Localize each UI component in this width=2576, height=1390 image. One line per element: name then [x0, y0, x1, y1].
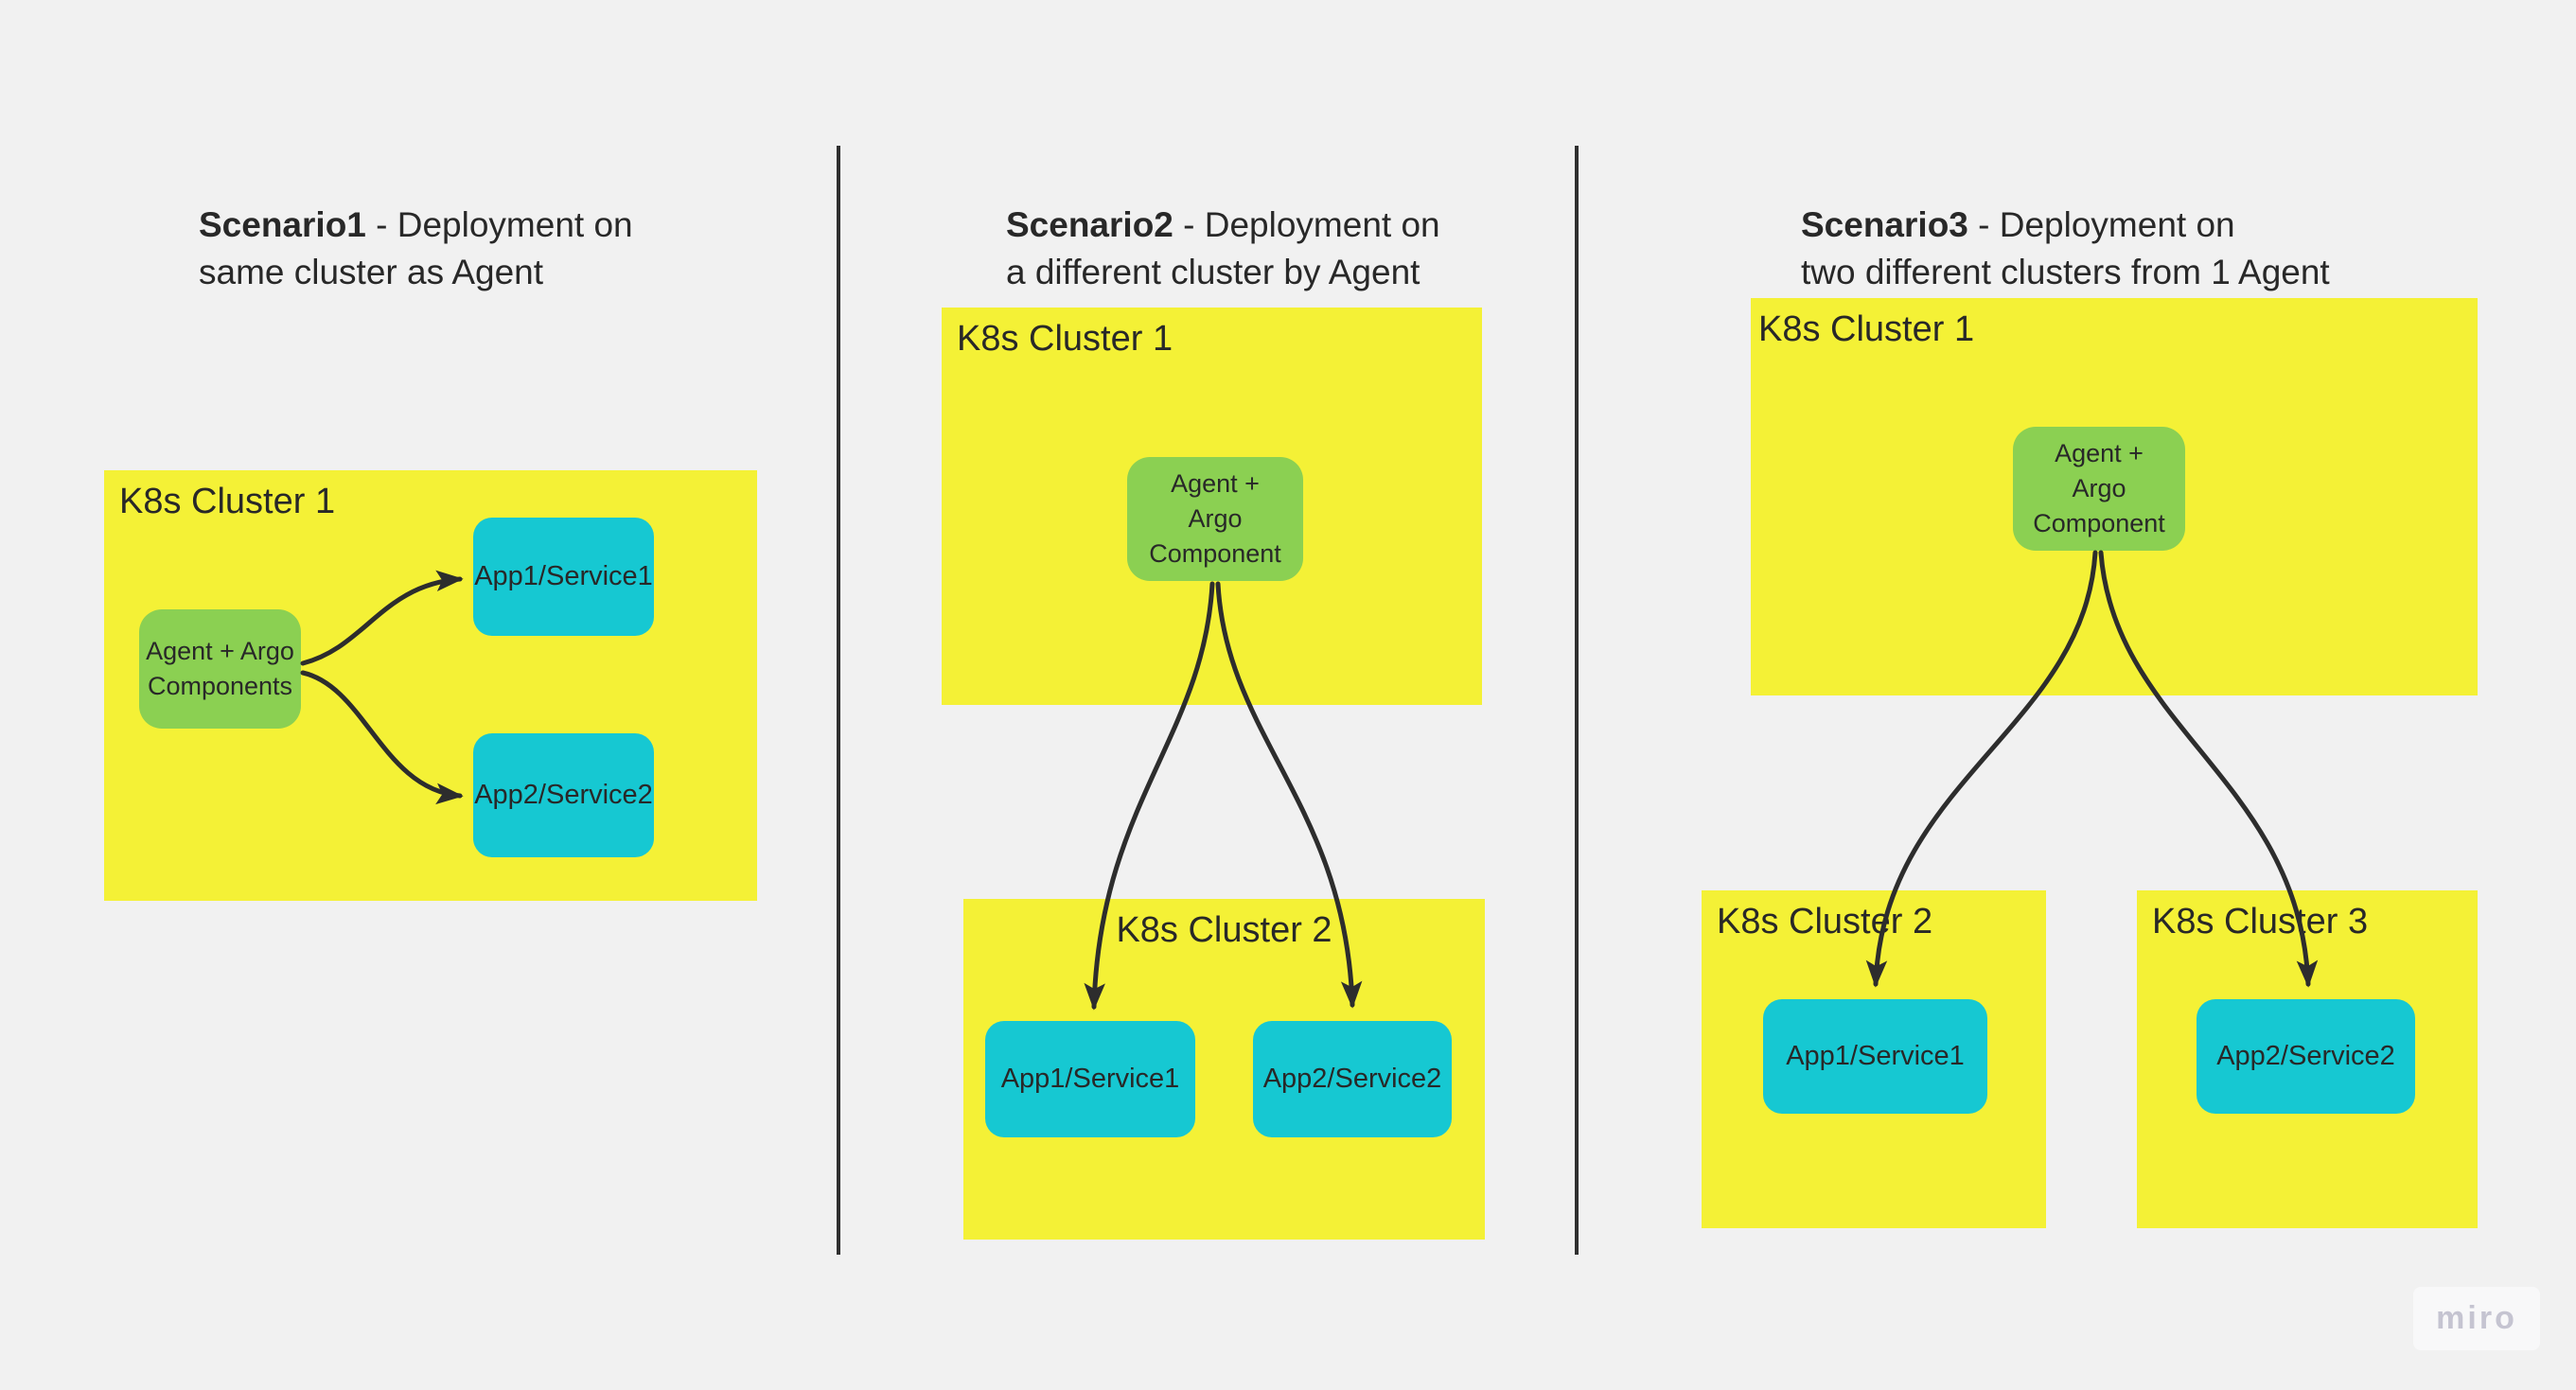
scenario3-heading: Scenario3 - Deployment on two different …	[1801, 154, 2330, 296]
s3-app2-box[interactable]: App2/Service2	[2197, 999, 2415, 1114]
s3-app1-box[interactable]: App1/Service1	[1763, 999, 1987, 1114]
s1-app2-box[interactable]: App2/Service2	[473, 733, 654, 857]
s3-agent-label: Agent + Argo Component	[2033, 439, 2165, 537]
s3-cluster1-label: K8s Cluster 1	[1758, 309, 1975, 349]
s2-agent-label: Agent + Argo Component	[1149, 469, 1281, 568]
s2-agent-box[interactable]: Agent + Argo Component	[1127, 457, 1303, 581]
s1-agent-label: Agent + Argo Components	[146, 637, 294, 700]
s1-agent-box[interactable]: Agent + Argo Components	[139, 609, 301, 729]
s1-cluster1-label: K8s Cluster 1	[119, 482, 336, 521]
scenario2-heading-rest: - Deployment on a different cluster by A…	[1006, 205, 1440, 291]
s2-app2-box[interactable]: App2/Service2	[1253, 1021, 1452, 1137]
column-divider-1	[837, 146, 840, 1255]
s3-cluster2-label: K8s Cluster 2	[1717, 902, 1933, 941]
s3-app1-label: App1/Service1	[1786, 1041, 1965, 1071]
s3-app2-label: App2/Service2	[2216, 1041, 2395, 1071]
scenario3-heading-rest: - Deployment on two different clusters f…	[1801, 205, 2330, 291]
scenario3-heading-bold: Scenario3	[1801, 205, 1968, 244]
s1-app2-label: App2/Service2	[474, 780, 653, 810]
s1-app1-box[interactable]: App1/Service1	[473, 518, 654, 636]
scenario1-heading: Scenario1 - Deployment on same cluster a…	[199, 154, 633, 296]
scenario2-heading: Scenario2 - Deployment on a different cl…	[1006, 154, 1440, 296]
scenario1-heading-bold: Scenario1	[199, 205, 366, 244]
s2-app1-box[interactable]: App1/Service1	[985, 1021, 1195, 1137]
s2-cluster2-label: K8s Cluster 2	[1116, 910, 1332, 950]
s1-app1-label: App1/Service1	[474, 561, 653, 591]
s2-app2-label: App2/Service2	[1262, 1064, 1442, 1094]
s3-cluster3-label: K8s Cluster 3	[2152, 902, 2369, 941]
miro-watermark-label: miro	[2436, 1300, 2517, 1336]
s2-app1-label: App1/Service1	[1000, 1064, 1180, 1094]
scenario2-heading-bold: Scenario2	[1006, 205, 1173, 244]
miro-watermark[interactable]: miro	[2413, 1287, 2540, 1350]
column-divider-2	[1575, 146, 1579, 1255]
s3-agent-box[interactable]: Agent + Argo Component	[2013, 427, 2185, 551]
s2-cluster1-label: K8s Cluster 1	[957, 319, 1173, 359]
scenario1-heading-rest: - Deployment on same cluster as Agent	[199, 205, 633, 291]
